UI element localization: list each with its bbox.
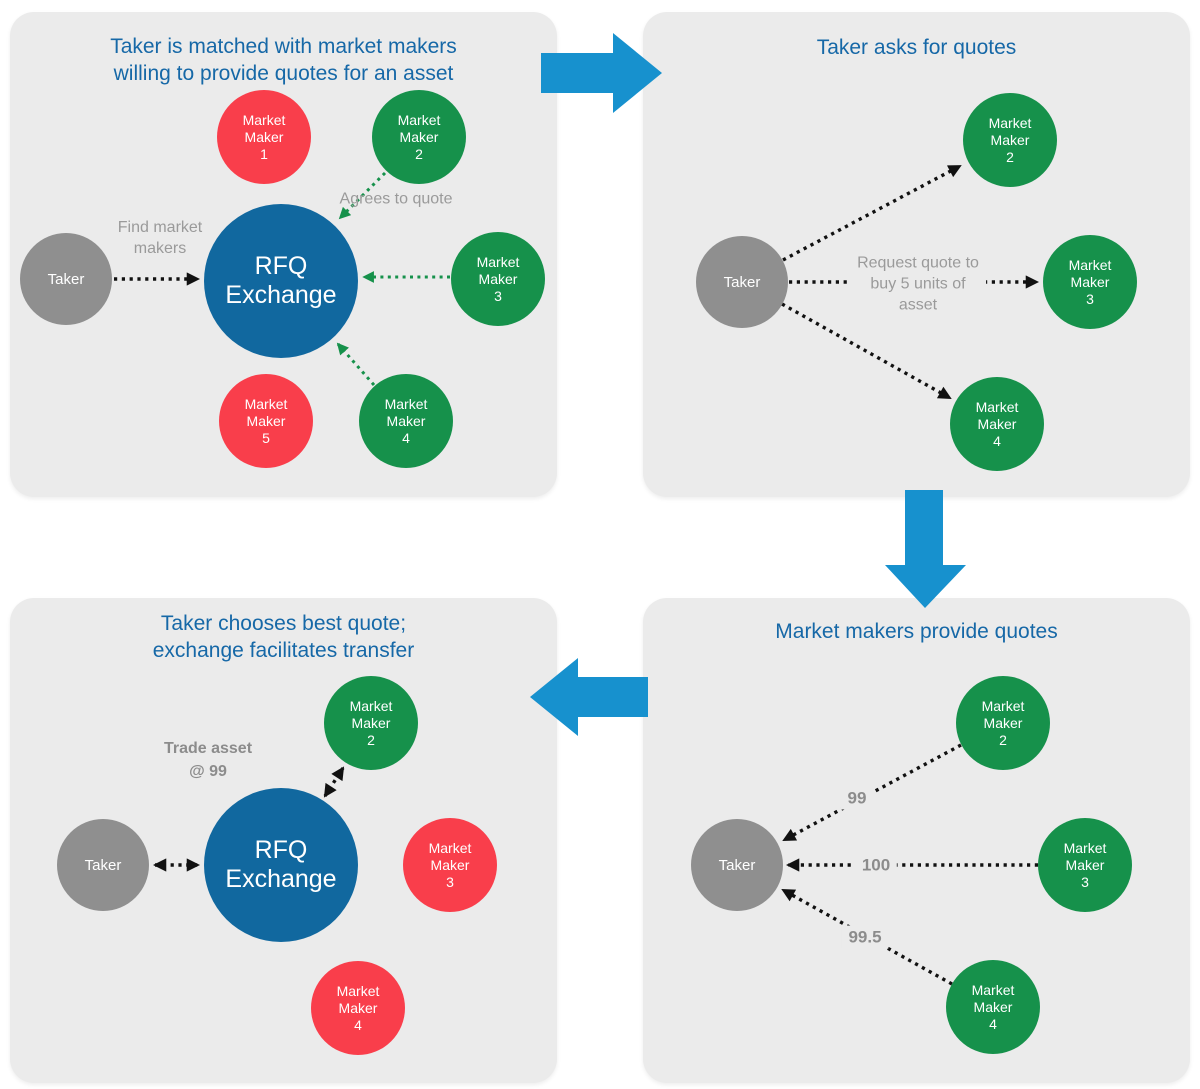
flow-arrow-right-icon xyxy=(541,33,662,113)
panel-taker-asks-arrows xyxy=(781,164,1039,400)
node-market-maker-3: Market Maker 3 xyxy=(1038,818,1132,912)
arrow-taker-to-mm2 xyxy=(782,164,962,262)
annotation-find-market-makers: Find market makers xyxy=(117,219,203,257)
node-market-maker-3: Market Maker 3 xyxy=(403,818,497,912)
panel-makers-quote: Market makers provide quotes 99 100 99.5… xyxy=(643,598,1190,1083)
arrow-taker-to-mm4 xyxy=(781,302,952,400)
annotation-trade-asset: Trade asset @ 99 xyxy=(163,740,253,780)
panel-taker-chooses-title: Taker chooses best quote; exchange facil… xyxy=(152,612,415,662)
panel-taker-chooses-arrows xyxy=(153,766,345,872)
node-taker: Taker xyxy=(691,819,783,911)
quote-mm3: 100 xyxy=(854,853,898,877)
node-market-maker-2: Market Maker 2 xyxy=(963,93,1057,187)
node-market-maker-4: Market Maker 4 xyxy=(950,377,1044,471)
node-taker: Taker xyxy=(20,233,112,325)
arrow-mm4-to-exchange xyxy=(336,342,376,386)
node-market-maker-5: Market Maker 5 xyxy=(219,374,313,468)
arrow-exchange-mm2-bidirectional xyxy=(323,766,345,798)
node-market-maker-3: Market Maker 3 xyxy=(1043,235,1137,329)
panel-makers-quote-title: Market makers provide quotes xyxy=(775,620,1058,643)
annotation-request-quote: Request quote to buy 5 units of asset xyxy=(850,251,986,317)
panel-taker-matched: Taker is matched with market makers will… xyxy=(10,12,557,497)
panel-taker-asks: Taker asks for quotes Request quote to b… xyxy=(643,12,1190,497)
flow-arrow-left-icon xyxy=(530,658,648,736)
node-market-maker-2: Market Maker 2 xyxy=(372,90,466,184)
node-market-maker-4: Market Maker 4 xyxy=(311,961,405,1055)
node-market-maker-4: Market Maker 4 xyxy=(359,374,453,468)
node-market-maker-2: Market Maker 2 xyxy=(324,676,418,770)
node-market-maker-4: Market Maker 4 xyxy=(946,960,1040,1054)
node-market-maker-3: Market Maker 3 xyxy=(451,232,545,326)
node-rfq-exchange: RFQ Exchange xyxy=(204,788,358,942)
node-taker: Taker xyxy=(696,236,788,328)
node-market-maker-1: Market Maker 1 xyxy=(217,90,311,184)
arrow-mm2-to-exchange xyxy=(338,171,387,220)
arrow-mm2-to-taker xyxy=(782,743,962,842)
annotation-agrees-to-quote: Agrees to quote xyxy=(339,190,453,208)
node-rfq-exchange: RFQ Exchange xyxy=(204,204,358,358)
node-market-maker-2: Market Maker 2 xyxy=(956,676,1050,770)
panel-taker-matched-title: Taker is matched with market makers will… xyxy=(110,35,457,85)
flow-arrow-down-icon xyxy=(885,490,966,608)
quote-mm4: 99.5 xyxy=(841,925,889,949)
panel-taker-asks-title: Taker asks for quotes xyxy=(816,36,1017,59)
quote-mm2: 99 xyxy=(840,786,874,810)
panel-taker-chooses: Taker chooses best quote; exchange facil… xyxy=(10,598,557,1083)
panel-taker-matched-arrows xyxy=(114,171,450,386)
node-taker: Taker xyxy=(57,819,149,911)
